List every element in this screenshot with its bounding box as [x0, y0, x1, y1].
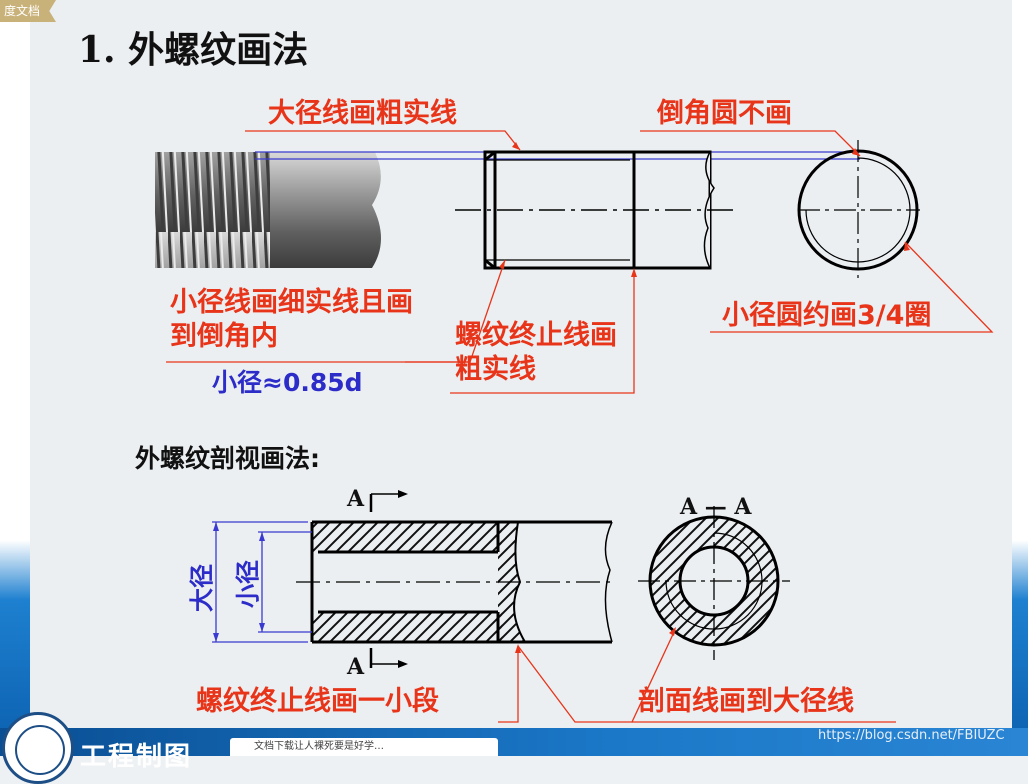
thread-front-view: [455, 150, 735, 270]
footer-tab[interactable]: 文档下载让人裸死要是好学…: [230, 738, 498, 756]
dimension-lines: [212, 521, 312, 643]
thread-end-view: [797, 140, 920, 278]
page-title: 1. 外螺纹画法: [78, 29, 308, 71]
dim-minor-label: 小径: [234, 560, 262, 608]
cut-letter-top: A: [346, 486, 365, 512]
dim-major-label: 大径: [188, 564, 216, 612]
label-minor-line-1: 小径线画细实线且画: [170, 286, 413, 318]
leader-lines-bottom: [498, 629, 896, 723]
background-left-band: [0, 0, 30, 756]
leader-arrows-bottom: [515, 627, 676, 653]
cut-letter-bottom: A: [346, 654, 365, 680]
label-minor-formula: 小径≈0.85d: [212, 368, 363, 397]
doc-tag: 度文档: [0, 0, 57, 22]
label-minor-line-2: 到倒角内: [170, 320, 278, 352]
thread-diagram: 1. 外螺纹画法: [78, 29, 994, 723]
university-seal-icon: [2, 712, 74, 784]
footer-title: 工程制图: [80, 742, 193, 772]
label-hatch-to-major: 剖面线画到大径线: [638, 685, 854, 717]
background-right-band: [1012, 0, 1028, 756]
label-chamfer-circle: 倒角圆不画: [656, 97, 792, 129]
label-thread-end-2: 粗实线: [455, 353, 536, 385]
footer-band: [0, 728, 1028, 756]
label-thread-end-1: 螺纹终止线画: [455, 319, 617, 351]
watermark: https://blog.csdn.net/FBIUZC: [818, 728, 1005, 743]
label-thread-end-segment: 螺纹终止线画一小段: [196, 685, 439, 717]
section-end-view: [638, 506, 790, 660]
section-cut-markers: A A: [346, 486, 408, 680]
leader-arrows-top: [499, 142, 910, 277]
slide: [30, 0, 1012, 740]
label-minor-circle: 小径圆约画3/4圈: [722, 300, 931, 331]
dimension-arrows: [213, 522, 265, 642]
section-heading: 外螺纹剖视画法:: [135, 444, 320, 473]
threaded-shaft-render: [155, 151, 381, 268]
label-major-diameter: 大径线画粗实线: [268, 97, 457, 129]
section-view: [296, 520, 613, 644]
